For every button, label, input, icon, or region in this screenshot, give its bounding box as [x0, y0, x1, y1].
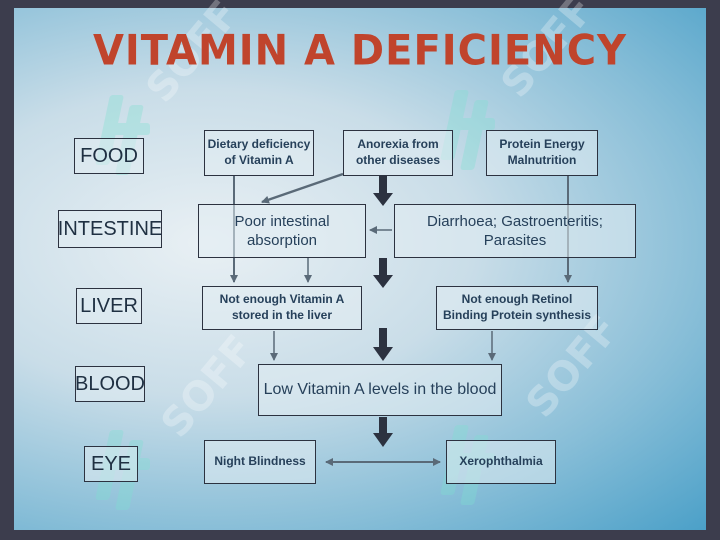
level-food: FOOD — [74, 138, 144, 174]
diagram-title: VITAMIN A DEFICIENCY — [92, 26, 628, 76]
node-not-enough-a-line1: Not enough Vitamin A — [219, 292, 345, 307]
level-intestine: INTESTINE — [58, 210, 162, 248]
node-night-blindness: Night Blindness — [204, 440, 316, 484]
node-anorexia-line1: Anorexia from — [357, 137, 439, 152]
node-anorexia-line2: other diseases — [355, 153, 441, 167]
node-dietary-line1: Dietary deficiency — [207, 137, 311, 152]
node-protein-line2: Malnutrition — [507, 153, 577, 167]
level-eye: EYE — [84, 446, 138, 482]
node-diarrhoea: Diarrhoea; Gastroenteritis; Parasites — [394, 204, 636, 258]
node-xerophthalmia: Xerophthalmia — [446, 440, 556, 484]
level-blood: BLOOD — [75, 366, 145, 402]
node-dietary-line2: of Vitamin A — [224, 153, 294, 167]
node-poor-absorption: Poor intestinal absorption — [198, 204, 366, 258]
level-liver: LIVER — [76, 288, 142, 324]
node-protein-line1: Protein Energy — [499, 137, 585, 152]
node-not-enough-rbp-line1: Not enough Retinol — [461, 292, 573, 307]
slide-background — [14, 8, 706, 530]
node-not-enough-rbp-line2: Binding Protein synthesis — [442, 308, 592, 322]
node-not-enough-a-line2: stored in the liver — [231, 308, 332, 322]
node-low-blood-levels: Low Vitamin A levels in the blood — [258, 364, 502, 416]
